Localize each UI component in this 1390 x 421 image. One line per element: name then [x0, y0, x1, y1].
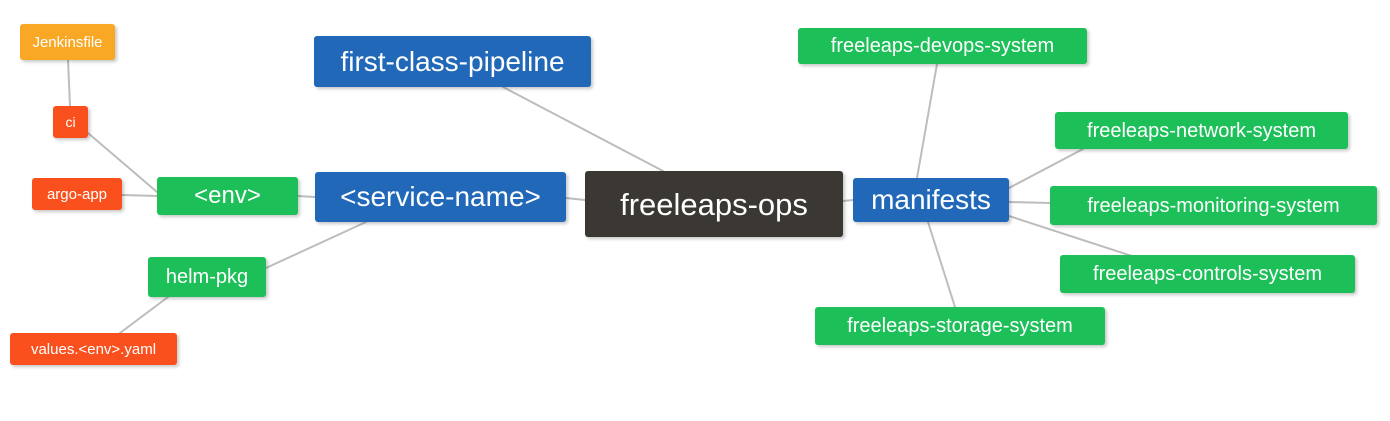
- mindmap-node-argo-app[interactable]: argo-app: [32, 178, 122, 210]
- mindmap-node-values-yaml[interactable]: values.<env>.yaml: [10, 333, 177, 365]
- mindmap-node-env[interactable]: <env>: [157, 177, 298, 215]
- mindmap-node-label: values.<env>.yaml: [30, 340, 157, 358]
- edge-env-to-service-name: [297, 195, 316, 198]
- mindmap-node-storage[interactable]: freeleaps-storage-system: [815, 307, 1105, 345]
- mindmap-node-label: freeleaps-ops: [620, 186, 808, 222]
- mindmap-node-label: first-class-pipeline: [340, 45, 565, 77]
- mindmap-node-monitoring[interactable]: freeleaps-monitoring-system: [1050, 186, 1377, 225]
- mindmap-node-label: freeleaps-storage-system: [847, 315, 1073, 337]
- mindmap-node-network[interactable]: freeleaps-network-system: [1055, 112, 1348, 149]
- mindmap-node-label: freeleaps-monitoring-system: [1087, 194, 1340, 217]
- mindmap-node-label: <env>: [194, 182, 261, 209]
- mindmap-node-label: helm-pkg: [165, 266, 249, 288]
- mindmap-node-manifests[interactable]: manifests: [853, 178, 1009, 222]
- mindmap-node-service-name[interactable]: <service-name>: [315, 172, 566, 222]
- edge-argo-app-to-env: [121, 194, 158, 197]
- edge-manifests-to-devops: [916, 63, 938, 179]
- mindmap-node-root[interactable]: freeleaps-ops: [585, 171, 843, 237]
- mindmap-node-label: freeleaps-network-system: [1087, 119, 1316, 142]
- mindmap-node-devops[interactable]: freeleaps-devops-system: [798, 28, 1087, 64]
- edge-root-to-manifests: [842, 199, 854, 202]
- mindmap-node-controls[interactable]: freeleaps-controls-system: [1060, 255, 1355, 293]
- edge-helm-pkg-to-values-yaml: [119, 296, 169, 334]
- edge-service-name-to-root: [565, 197, 586, 201]
- mindmap-node-helm-pkg[interactable]: helm-pkg: [148, 257, 266, 297]
- mindmap-node-jenkinsfile[interactable]: Jenkinsfile: [20, 24, 115, 60]
- mindmap-node-pipeline[interactable]: first-class-pipeline: [314, 36, 591, 87]
- edge-service-name-to-helm-pkg: [265, 221, 367, 269]
- edge-pipeline-to-root: [502, 86, 664, 172]
- mindmap-node-label: freeleaps-controls-system: [1093, 263, 1322, 285]
- mindmap-node-label: ci: [65, 114, 76, 130]
- mindmap-node-label: Jenkinsfile: [32, 33, 103, 51]
- mindmap-node-label: freeleaps-devops-system: [830, 35, 1055, 57]
- mindmap-node-ci[interactable]: ci: [53, 106, 88, 138]
- edge-jenkinsfile-to-ci: [67, 59, 71, 107]
- edge-manifests-to-network: [1008, 148, 1084, 189]
- edge-manifests-to-storage: [927, 221, 956, 308]
- mindmap-node-label: argo-app: [46, 185, 108, 203]
- mindmap-node-label: manifests: [871, 184, 991, 215]
- mindmap-node-label: <service-name>: [340, 181, 541, 212]
- edge-manifests-to-monitoring: [1008, 201, 1051, 204]
